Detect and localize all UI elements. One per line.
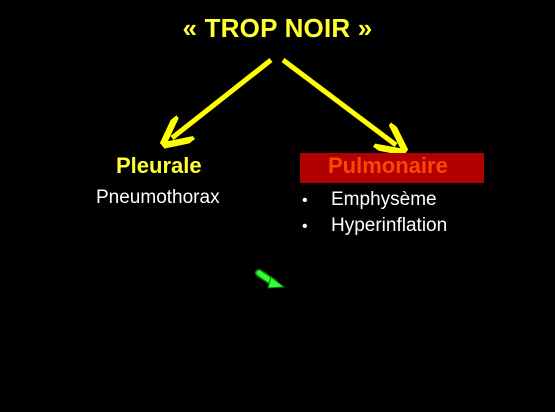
arrow-to-pleurale [172,58,273,138]
pneumothorax-label: Pneumothorax [96,187,220,208]
hyperinflation-label: Hyperinflation [331,215,448,236]
bullet-icon: • [302,218,308,235]
pulmonaire-heading: Pulmonaire [328,153,448,178]
list-item: • Hyperinflation [302,213,447,239]
bullet-icon: • [302,192,308,209]
pulmonaire-list: • Emphysème • Hyperinflation [302,187,447,239]
diagram-title: « TROP NOIR » [182,13,373,43]
arrow-to-pulmonaire [281,58,396,145]
pleurale-heading: Pleurale [116,153,202,178]
green-arrow-icon [255,269,286,289]
pulmonaire-highlight-box [300,153,484,183]
list-item: • Emphysème [302,187,447,213]
emphyseme-label: Emphysème [331,189,437,210]
